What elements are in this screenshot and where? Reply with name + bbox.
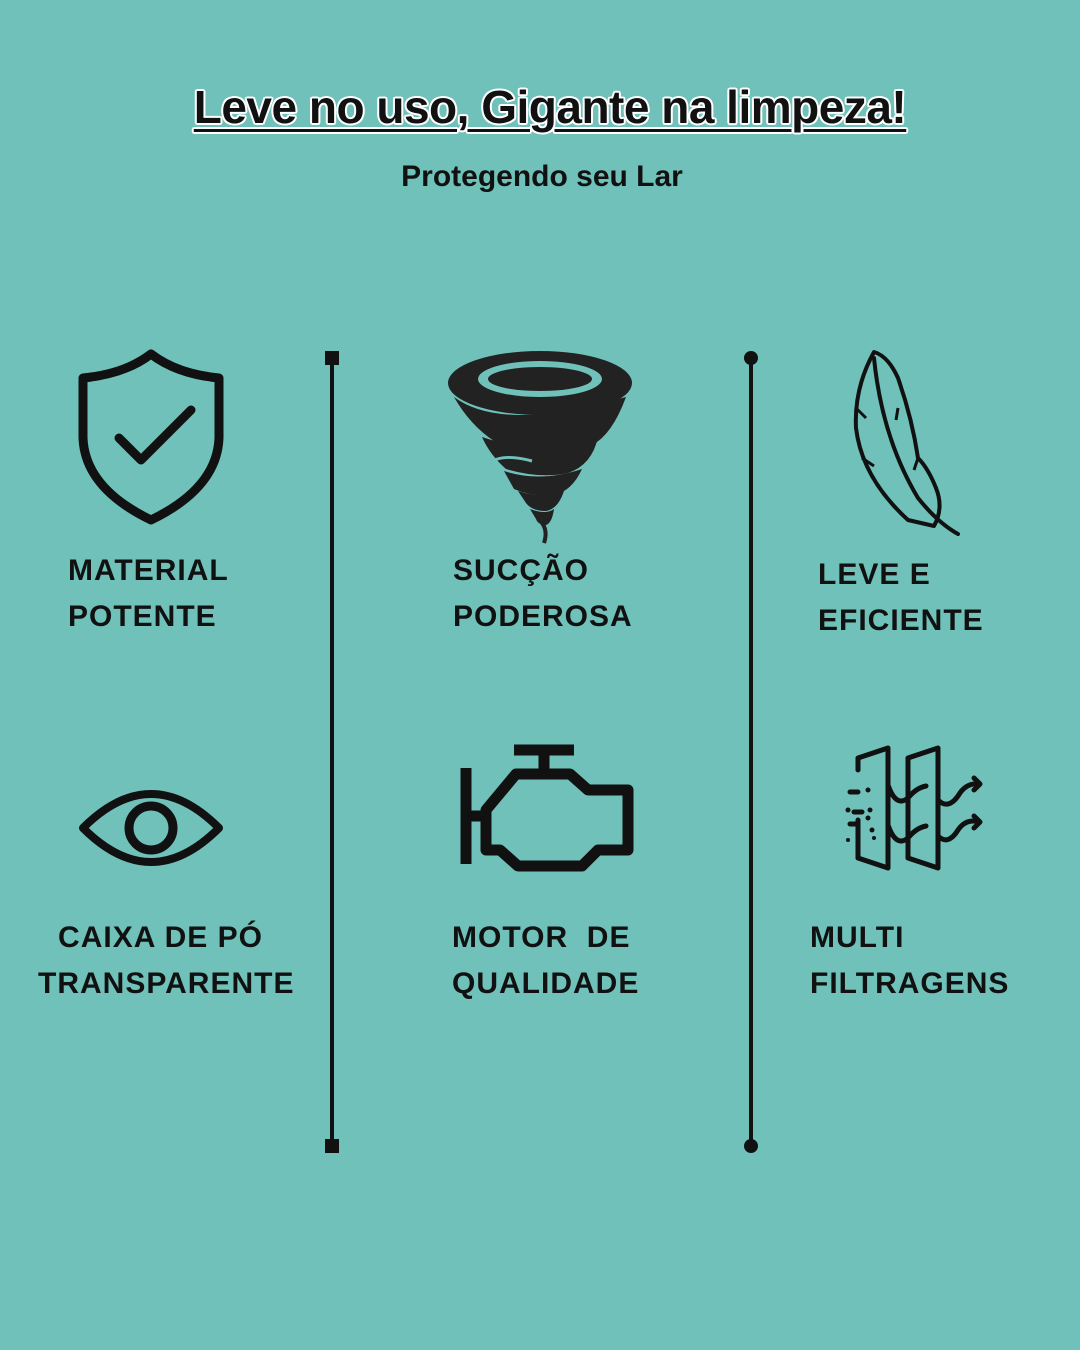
- eye-icon: [79, 790, 223, 866]
- feather-icon: [853, 350, 960, 536]
- engine-icon: [460, 744, 634, 872]
- shield-check-icon: [78, 349, 224, 525]
- page-title: Leve no uso, Gigante na limpeza!: [193, 81, 907, 133]
- filter-icon: [845, 745, 983, 871]
- page-subtitle: Protegendo seu Lar: [401, 160, 683, 193]
- tornado-icon: [448, 351, 632, 544]
